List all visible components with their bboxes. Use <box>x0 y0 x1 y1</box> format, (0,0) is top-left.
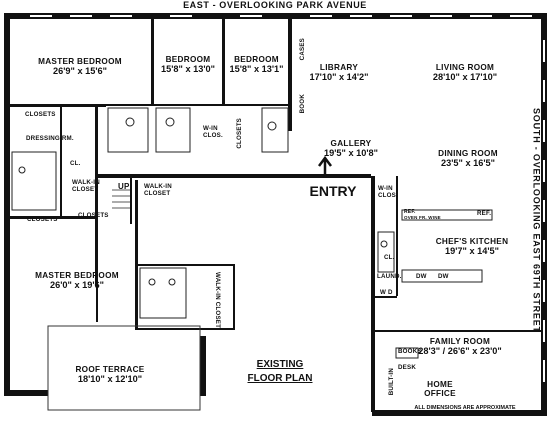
room-dims: 18'10" x 12'10" <box>77 373 143 384</box>
east-windows <box>543 40 545 382</box>
label-ref: REF. <box>477 210 492 217</box>
plan-title-1: EXISTING <box>256 359 304 370</box>
label-oven: Oven Fr. Wine <box>404 215 441 220</box>
room-name: Bedroom <box>234 55 279 64</box>
room-dims: 19'5" x 10'8" <box>324 147 378 158</box>
room-name: Library <box>319 63 359 72</box>
north-windows <box>30 15 532 17</box>
room-name: Family Room <box>429 337 491 346</box>
room-name: Living Room <box>435 63 495 72</box>
room-dims: 19'7" x 14'5" <box>445 245 499 256</box>
label-w: W <box>380 289 387 296</box>
room-name: Master Bedroom <box>38 57 122 66</box>
room-family-room: Family Room 28'3" / 26'6" x 23'0" <box>400 337 520 356</box>
room-dining-room: Dining Room 23'5" x 16'5" <box>428 149 508 168</box>
room-master-bedroom-2: Master Bedroom 26'0" x 19'6" <box>22 271 132 290</box>
room-dims: 28'3" / 26'6" x 23'0" <box>418 345 502 356</box>
entry-arrow-icon <box>318 155 332 178</box>
room-gallery: Gallery 19'5" x 10'8" <box>310 139 392 158</box>
room-library: Library 17'10" x 14'2" <box>306 63 372 82</box>
label-dw-1: DW <box>416 273 427 280</box>
room-name: Roof Terrace <box>75 365 145 374</box>
room-dims: 26'9" x 15'6" <box>53 65 107 76</box>
bathroom-fixtures <box>11 107 395 319</box>
room-name: Bedroom <box>165 55 211 64</box>
label-built-in: Built-In <box>388 368 395 396</box>
label-w-in-clos-1: W-In Clos. <box>203 125 223 139</box>
room-home-office: Home Office <box>410 380 470 398</box>
roof-terrace-outline <box>47 325 201 411</box>
label-books: Books <box>398 348 422 355</box>
room-bedroom-1: Bedroom 15'8" x 13'0" <box>154 55 222 74</box>
room-name: Home Office <box>424 380 456 398</box>
label-dressing-rm: Dressing Rm. <box>26 135 74 142</box>
entry-label: ENTRY <box>309 183 357 199</box>
room-name: Gallery <box>330 139 372 148</box>
label-cl-2: CL. <box>384 254 395 261</box>
room-name: Master Bedroom <box>35 271 119 280</box>
room-dims: 23'5" x 16'5" <box>441 157 495 168</box>
room-dims: 15'8" x 13'1" <box>229 63 284 74</box>
label-closets-2: Closets <box>27 216 58 223</box>
label-closets-4: Closets <box>236 118 243 149</box>
label-laund: Laund. <box>377 273 402 280</box>
label-closets-1: Closets <box>25 111 56 118</box>
label-desk: Desk <box>398 364 416 371</box>
label-cases: Cases <box>299 38 306 61</box>
room-name: Chef's Kitchen <box>435 237 509 246</box>
label-cl-1: CL. <box>70 160 81 167</box>
room-name: Dining Room <box>438 149 498 158</box>
room-bedroom-2: Bedroom 15'8" x 13'1" <box>225 55 288 74</box>
street-north: East - Overlooking Park Avenue <box>183 0 367 10</box>
room-dims: 17'10" x 14'2" <box>309 71 369 82</box>
label-up: UP <box>118 182 130 191</box>
label-dw-2: DW <box>438 273 449 280</box>
room-dims: 15'8" x 13'0" <box>161 63 215 74</box>
label-closets-3: Closets <box>78 212 109 219</box>
room-master-bedroom-1: Master Bedroom 26'9" x 15'6" <box>25 57 135 76</box>
room-living-room: Living Room 28'10" x 17'10" <box>410 63 520 82</box>
room-chefs-kitchen: Chef's Kitchen 19'7" x 14'5" <box>430 237 514 256</box>
street-east: South - Overlooking East 69th Street <box>531 107 542 333</box>
label-w-in-clos-2: W-In Clos. <box>378 185 398 199</box>
room-dims: 26'0" x 19'6" <box>50 279 104 290</box>
label-d: D <box>388 289 393 296</box>
room-roof-terrace: Roof Terrace 18'10" x 12'10" <box>62 365 158 384</box>
label-walk-in-closet-3: Walk-In Closet <box>213 272 221 329</box>
label-walk-in-closet-2: Walk-In Closet <box>144 183 172 197</box>
footnote: ALL DIMENSIONS ARE APPROXIMATE <box>414 405 516 411</box>
label-walk-in-closet-1: Walk-In Closet <box>72 179 100 193</box>
plan-title-2: FLOOR PLAN <box>247 373 313 384</box>
label-book: Book <box>299 94 306 114</box>
stairs <box>112 189 130 209</box>
room-dims: 28'10" x 17'10" <box>432 71 498 82</box>
label-ref-box: Ref. <box>404 209 416 215</box>
kitchen-counters <box>395 209 493 359</box>
